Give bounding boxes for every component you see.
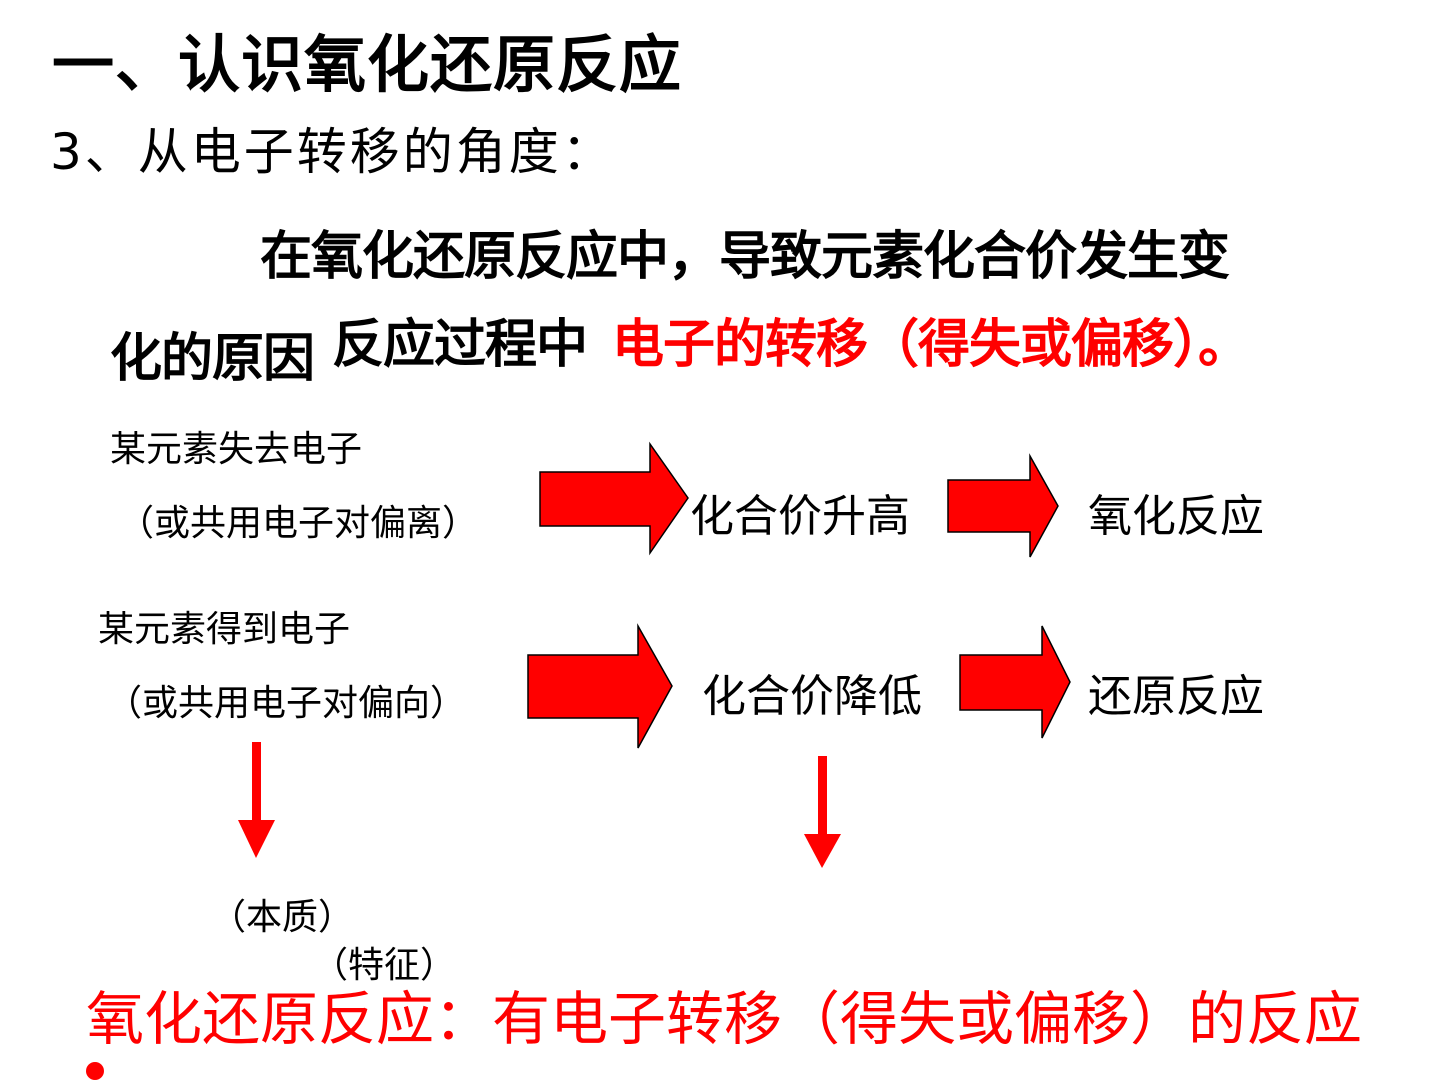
- lose-electron-label: 某元素失去电子: [110, 429, 363, 470]
- right-arrow-icon: [539, 441, 689, 556]
- down-arrow-icon: [804, 756, 841, 868]
- valence-rise-label: 化合价升高: [690, 491, 910, 542]
- essence-label: （本质）: [210, 897, 355, 938]
- paragraph-line-1: 在氧化还原反应中，导致元素化合价发生变: [260, 227, 1230, 287]
- section-subtitle: 3、从电子转移的角度：: [50, 123, 615, 181]
- down-arrow-icon: [238, 742, 275, 858]
- paragraph-line-2-start: 化的原因: [110, 329, 315, 389]
- gain-electron-label: 某元素得到电子: [98, 609, 351, 650]
- feature-label: （特征）: [312, 945, 457, 986]
- oxidation-label: 氧化反应: [1088, 491, 1264, 542]
- lose-electron-note: （或共用电子对偏离）: [118, 503, 479, 544]
- valence-fall-label: 化合价降低: [702, 671, 922, 722]
- page-title: 一、认识氧化还原反应: [52, 28, 683, 101]
- paragraph-highlight: 电子的转移（得失或偏移）。: [612, 315, 1250, 375]
- paragraph-line-2-middle: 反应过程中: [332, 315, 588, 375]
- right-arrow-icon: [527, 623, 673, 749]
- right-arrow-icon: [947, 453, 1059, 558]
- reduction-label: 还原反应: [1088, 671, 1264, 722]
- definition-text: 氧化还原反应：有电子转移（得失或偏移）的反应: [86, 985, 1363, 1053]
- definition-bullet-dot: [86, 1062, 104, 1080]
- right-arrow-icon: [959, 625, 1071, 739]
- gain-electron-note: （或共用电子对偏向）: [106, 683, 467, 724]
